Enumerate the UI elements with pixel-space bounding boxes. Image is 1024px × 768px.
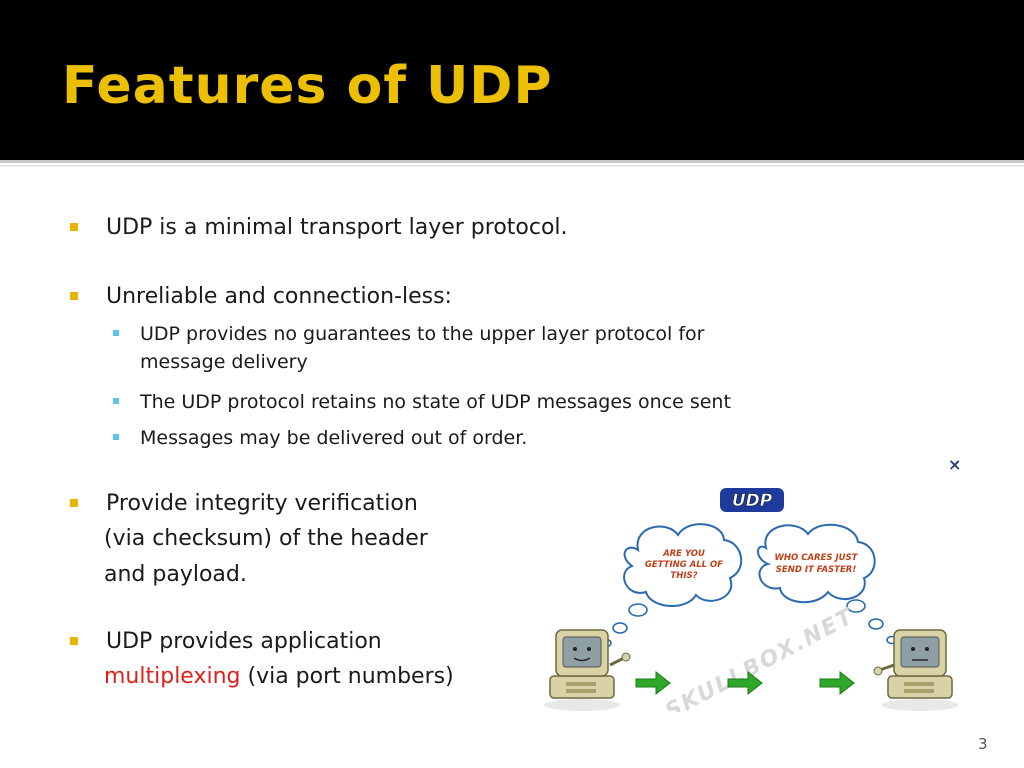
title-bar: Features of UDP xyxy=(0,0,1024,160)
sub-bullet-line: Messages may be delivered out of order. xyxy=(140,427,528,449)
bullet-integrity-line3: and payload. xyxy=(104,562,247,587)
title-divider xyxy=(0,160,1024,163)
udp-logo: UDP xyxy=(720,488,784,512)
bullet-integrity: Provide integrity verification xyxy=(70,486,418,522)
arrow-right-icon xyxy=(727,670,763,696)
bullet-marker-icon xyxy=(70,292,78,300)
bullet-marker-icon xyxy=(70,637,78,645)
thought-bubble-right: WHO CARES JUST SEND IT FASTER! xyxy=(757,523,898,645)
watermark-text: SKULLBOX.NET xyxy=(661,604,859,712)
bullet-multiplexing-line2: multiplexing (via port numbers) xyxy=(104,659,454,695)
arrow-right-icon xyxy=(819,670,855,696)
arrow-right-icon xyxy=(635,670,671,696)
bullet-integrity-line2: (via checksum) of the header xyxy=(104,526,428,551)
bubble-left-line: ARE YOU xyxy=(662,549,705,559)
highlight-text: multiplexing xyxy=(104,664,241,689)
sub-bullet-out-of-order: Messages may be delivered out of order. xyxy=(113,424,528,452)
bullet-text: UDP is a minimal transport layer protoco… xyxy=(106,215,568,240)
sub-bullet-line: message delivery xyxy=(140,351,308,373)
bullet-unreliable: Unreliable and connection-less: xyxy=(70,279,452,315)
bullet-minimal-protocol: UDP is a minimal transport layer protoco… xyxy=(70,210,568,246)
bullet-text: Unreliable and connection-less: xyxy=(106,284,452,309)
sub-bullet-no-state: The UDP protocol retains no state of UDP… xyxy=(113,388,731,416)
bubble-left-line: GETTING ALL OF xyxy=(645,560,723,570)
bullet-line-rest: (via port numbers) xyxy=(240,664,454,689)
sub-bullet-marker-icon xyxy=(113,434,119,440)
bubble-right-line: WHO CARES JUST xyxy=(775,553,859,563)
thought-bubble-left: ARE YOU GETTING ALL OF THIS? xyxy=(600,523,743,648)
udp-logo-text: UDP xyxy=(732,491,773,511)
computer-left-icon xyxy=(544,629,631,711)
sub-bullet-no-guarantees: UDP provides no guarantees to the upper … xyxy=(113,320,705,376)
bullet-line: UDP provides application xyxy=(106,629,382,654)
bubble-right-line: SEND IT FASTER! xyxy=(776,565,857,575)
sub-bullet-line: The UDP protocol retains no state of UDP… xyxy=(140,391,731,413)
sub-bullet-marker-icon xyxy=(113,398,119,404)
bullet-line: Provide integrity verification xyxy=(106,491,418,516)
computer-right-icon xyxy=(873,629,958,711)
close-icon[interactable]: × xyxy=(948,455,962,474)
bullet-marker-icon xyxy=(70,223,78,231)
udp-cartoon-illustration: UDP ARE YOU GETTING ALL OF THIS? WHO CAR… xyxy=(544,488,958,712)
bullet-marker-icon xyxy=(70,499,78,507)
title-divider-secondary xyxy=(0,165,1024,167)
bullet-multiplexing: UDP provides application xyxy=(70,624,382,660)
slide-title: Features of UDP xyxy=(62,56,553,116)
sub-bullet-marker-icon xyxy=(113,330,119,336)
sub-bullet-line: UDP provides no guarantees to the upper … xyxy=(140,323,705,345)
bubble-left-line: THIS? xyxy=(670,571,697,581)
slide-number: 3 xyxy=(978,735,988,753)
